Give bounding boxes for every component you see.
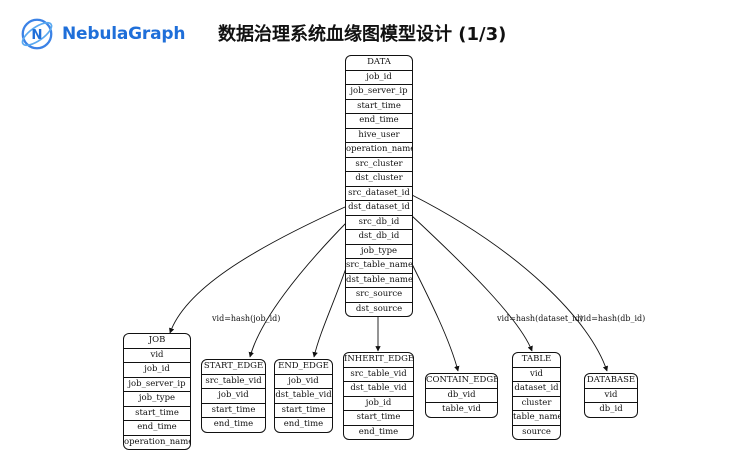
field-row: src_source bbox=[346, 287, 412, 302]
edge-data-table bbox=[410, 214, 533, 352]
field-row: dst_source bbox=[346, 301, 412, 317]
field-row: dst_db_id bbox=[346, 229, 412, 244]
field-row: start_time bbox=[202, 402, 265, 418]
field-row: src_table_vid bbox=[344, 366, 413, 382]
field-row: operation_name bbox=[124, 434, 190, 450]
field-row: operation_name bbox=[346, 142, 412, 157]
field-row: job_server_ip bbox=[124, 376, 190, 392]
field-row: src_table_vid bbox=[202, 373, 265, 389]
field-row: job_vid bbox=[202, 388, 265, 403]
svg-text:N: N bbox=[31, 28, 42, 43]
field-row: dst_table_vid bbox=[344, 381, 413, 396]
edge-data-job bbox=[169, 206, 346, 334]
field-row: end_time bbox=[124, 420, 190, 435]
field-row: db_id bbox=[585, 402, 637, 417]
brand-name: NebulaGraph bbox=[62, 24, 185, 44]
field-row: job_type bbox=[346, 243, 412, 259]
field-row: src_cluster bbox=[346, 156, 412, 172]
nebula-orbit-icon: N bbox=[21, 18, 53, 50]
table-header: START_EDGE bbox=[203, 361, 264, 371]
brand-part-nebula: Nebula bbox=[62, 24, 129, 44]
edge-label-job: vid=hash(job_id) bbox=[212, 314, 281, 323]
table-header: INHERIT_EDGE bbox=[344, 354, 414, 364]
brand-part-graph: Graph bbox=[128, 24, 186, 44]
table-header: CONTAIN_EDGE bbox=[426, 375, 498, 385]
table-header: TABLE bbox=[521, 354, 552, 364]
field-row: job_id bbox=[124, 362, 190, 377]
field-row: vid bbox=[585, 387, 637, 403]
field-row: end_time bbox=[344, 424, 413, 440]
field-row: dst_cluster bbox=[346, 171, 412, 186]
field-row: start_time bbox=[346, 98, 412, 114]
field-row: src_db_id bbox=[346, 214, 412, 230]
field-row: src_table_name bbox=[346, 258, 412, 273]
field-row: end_time bbox=[346, 113, 412, 128]
field-row: db_vid bbox=[426, 387, 497, 403]
page-title: 数据治理系统血缘图模型设计 (1/3) bbox=[218, 24, 507, 45]
field-row: dst_table_vid bbox=[275, 388, 332, 403]
field-row: start_time bbox=[344, 410, 413, 425]
field-row: start_time bbox=[124, 405, 190, 421]
field-row: end_time bbox=[275, 417, 332, 432]
edge-data-start-edge bbox=[248, 221, 348, 358]
field-row: job_type bbox=[124, 391, 190, 406]
field-row: start_time bbox=[275, 402, 332, 418]
edge-label-database: vid=hash(db_id) bbox=[579, 314, 646, 323]
field-row: table_vid bbox=[426, 402, 497, 417]
field-row: job_server_ip bbox=[346, 84, 412, 99]
field-row: job_id bbox=[344, 395, 413, 411]
field-row: end_time bbox=[202, 417, 265, 432]
field-row: src_dataset_id bbox=[346, 185, 412, 201]
field-row: dst_table_name bbox=[346, 272, 412, 288]
edge-data-contain-edge bbox=[409, 259, 460, 372]
field-row: vid bbox=[513, 366, 560, 382]
header: N NebulaGraph 数据治理系统血缘图模型设计 (1/3) bbox=[0, 0, 752, 56]
table-header: DATABASE bbox=[586, 375, 636, 385]
field-row: job_vid bbox=[275, 373, 332, 389]
field-row: dst_dataset_id bbox=[346, 200, 412, 215]
edge-label-table: vid=hash(dataset_id) bbox=[497, 314, 583, 323]
field-row: job_id bbox=[346, 69, 412, 85]
field-row: cluster bbox=[513, 395, 560, 411]
field-row: hive_user bbox=[346, 127, 412, 143]
edge-data-database bbox=[411, 194, 609, 372]
field-row: source bbox=[513, 424, 560, 440]
table-header: JOB bbox=[148, 335, 166, 345]
field-row: table_name bbox=[513, 410, 560, 425]
table-header: END_EDGE bbox=[278, 361, 329, 371]
field-row: dataset_id bbox=[513, 381, 560, 396]
logo: N NebulaGraph bbox=[18, 14, 185, 54]
field-row: vid bbox=[124, 347, 190, 363]
table-header: DATA bbox=[367, 57, 391, 67]
